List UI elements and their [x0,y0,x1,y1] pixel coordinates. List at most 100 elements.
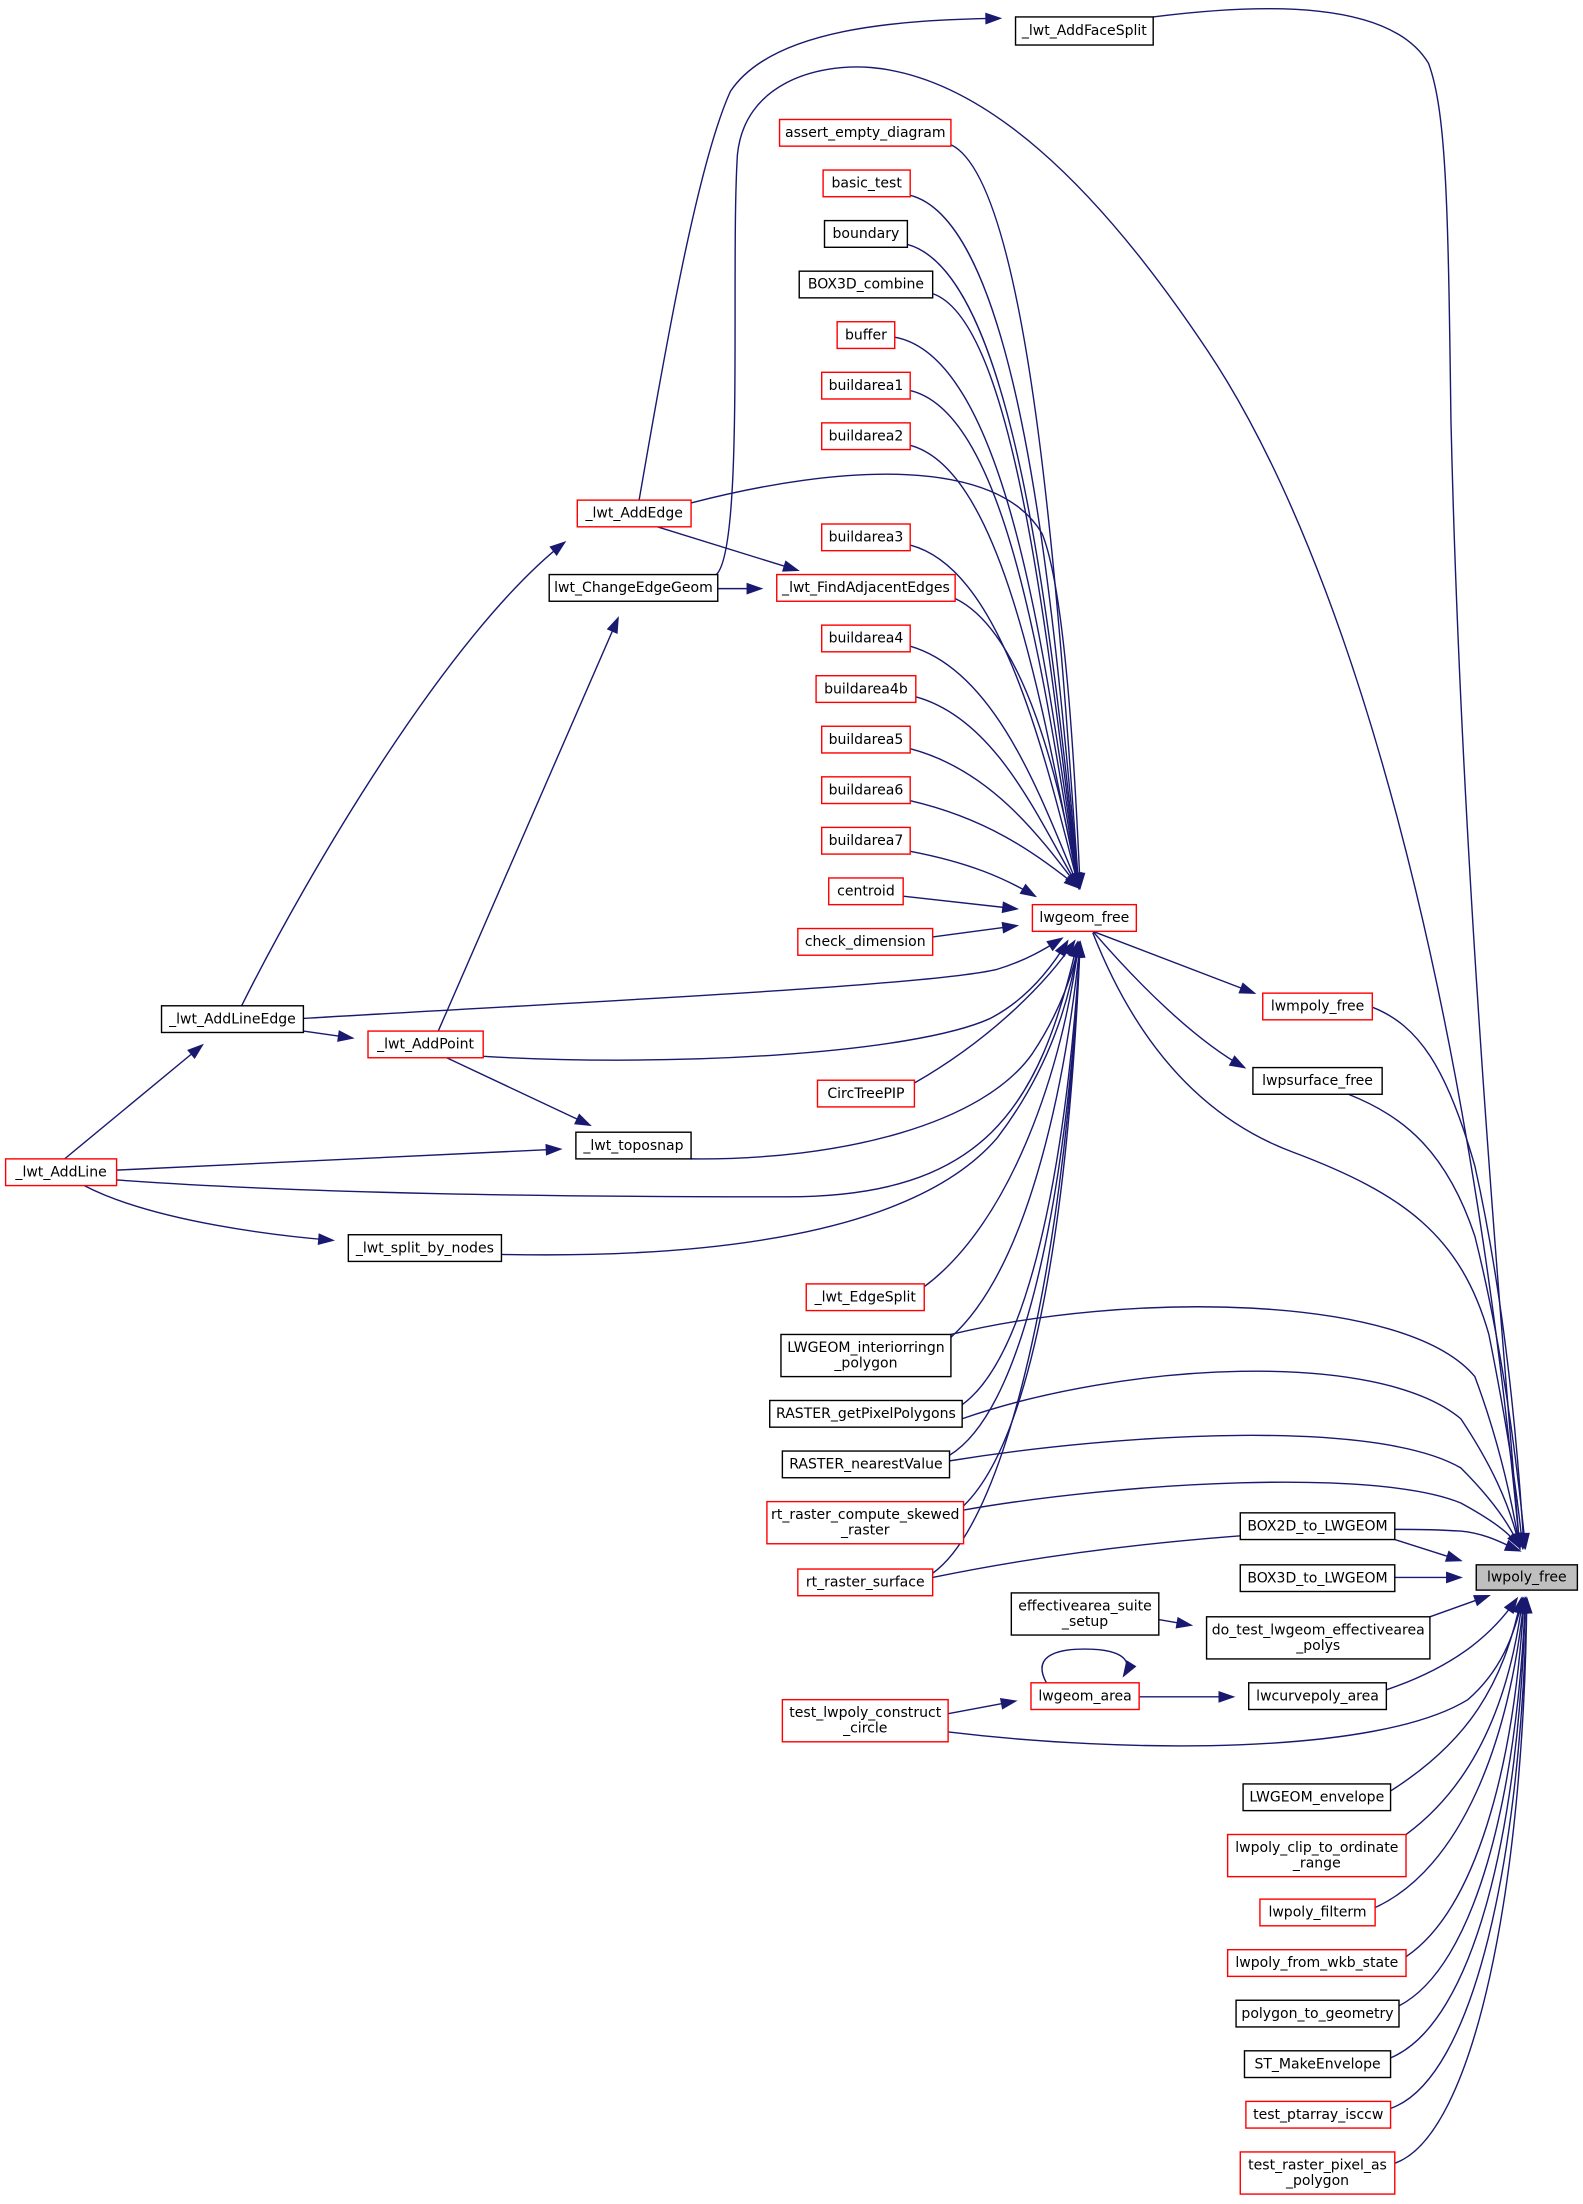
node-box [1205,1616,1431,1660]
arrowhead-BOX3D_to_LWGEOM-to-lwpoly_free [1446,1571,1463,1584]
node-label: lwpoly_free [1487,1570,1567,1586]
node-buildarea2[interactable]: buildarea2 [820,422,911,451]
node-check_dimension[interactable]: check_dimension [797,927,934,956]
node-ST_MakeEnvelope[interactable]: ST_MakeEnvelope [1243,2050,1392,2079]
node-buildarea1[interactable]: buildarea1 [820,371,911,400]
node-box [548,573,719,602]
arrowhead-test_lwpoly_construct_circle-to-lwgeom_area [999,1697,1018,1710]
node-BOX2D_to_LWGEOM[interactable]: BOX2D_to_LWGEOM [1239,1512,1396,1541]
node-LWGEOM_envelope[interactable]: LWGEOM_envelope [1242,1783,1392,1812]
node-lwcurvepoly_area[interactable]: lwcurvepoly_area [1247,1682,1388,1711]
node-lwt_split_by_nodes[interactable]: _lwt_split_by_nodes [347,1234,503,1263]
node-rt_raster_surface[interactable]: rt_raster_surface [797,1568,934,1597]
edge-test_lwpoly_construct_circle-to-lwpoly_free [948,1598,1524,1747]
node-basic_test[interactable]: basic_test [822,169,911,198]
edge-CircTreePIP-to-lwgeom_free [914,940,1076,1084]
arrowhead-do_test_lwgeom_effectivearea_polys-to-lwpoly_free [1473,1595,1491,1607]
node-BOX3D_to_LWGEOM[interactable]: BOX3D_to_LWGEOM [1239,1564,1396,1593]
node-buildarea4[interactable]: buildarea4 [820,624,911,653]
node-effectivearea_suite_setup[interactable]: effectivearea_suite_setup [1010,1592,1160,1636]
node-lwpoly_filterm[interactable]: lwpoly_filterm [1259,1898,1376,1927]
node-lwt_FindAdjacentEdges[interactable]: _lwt_FindAdjacentEdges [776,573,956,602]
node-buildarea6[interactable]: buildarea6 [820,776,911,805]
node-rt_raster_compute_skewed_raster[interactable]: rt_raster_compute_skewed_raster [766,1500,965,1545]
node-test_ptarray_isccw[interactable]: test_ptarray_isccw [1245,2100,1392,2129]
node-lwt_ChangeEdgeGeom[interactable]: lwt_ChangeEdgeGeom [548,573,719,602]
node-box [1010,1592,1160,1636]
node-label: _lwt_AddPoint [376,1037,474,1053]
edge-buildarea7-to-lwgeom_free [910,850,1036,897]
node-box [1242,1783,1392,1812]
arrowhead-lwt_AddLine-to-lwt_AddLineEdge [187,1043,204,1060]
node-label: lwgeom_area [1038,1688,1131,1704]
arrowhead-check_dimension-to-lwgeom_free [1001,921,1020,934]
node-lwmpoly_free[interactable]: lwmpoly_free [1262,992,1374,1021]
edge-RASTER_nearestValue-to-lwpoly_free [949,1434,1521,1549]
node-centroid[interactable]: centroid [828,877,904,906]
node-RASTER_nearestValue[interactable]: RASTER_nearestValue [781,1450,951,1479]
node-lwpoly_clip_to_ordinate_range[interactable]: lwpoly_clip_to_ordinate_range [1226,1833,1407,1878]
node-label: lwt_ChangeEdgeGeom [554,580,713,596]
edge-lwt_ChangeEdgeGeom-to-lwpoly_free [715,66,1521,1549]
node-lwpoly_from_wkb_state[interactable]: lwpoly_from_wkb_state [1226,1948,1407,1978]
node-buildarea4b[interactable]: buildarea4b [815,674,917,704]
node-label: buffer [845,327,887,343]
node-label: test_ptarray_isccw [1253,2107,1383,2123]
node-lwt_AddEdge[interactable]: _lwt_AddEdge [576,499,692,528]
node-assert_empty_diagram[interactable]: assert_empty_diagram [778,118,952,147]
node-label: basic_test [831,176,902,192]
node-buffer[interactable]: buffer [836,321,896,350]
node-polygon_to_geometry[interactable]: polygon_to_geometry [1235,1999,1400,2028]
node-lwgeom_area[interactable]: lwgeom_area [1030,1682,1140,1711]
node-do_test_lwgeom_effectivearea_polys[interactable]: do_test_lwgeom_effectivearea_polys [1205,1616,1431,1660]
node-box [797,927,934,956]
node-label: lwpsurface_free [1262,1073,1373,1089]
node-box [1245,2100,1392,2129]
edge-lwt_AddLine-to-lwt_split_by_nodes [83,1184,333,1242]
node-label: buildarea7 [829,833,904,849]
node-box [1014,16,1154,46]
node-buildarea5[interactable]: buildarea5 [820,725,911,754]
node-box [1239,2151,1396,2195]
arrowhead-lwt_AddLineEdge-to-lwt_AddEdge [549,540,567,556]
node-CircTreePIP[interactable]: CircTreePIP [816,1079,916,1108]
node-layer: lwpoly_free _lwt_AddFaceSplit assert_empty… [4,16,1579,2195]
node-label: check_dimension [805,934,926,950]
node-RASTER_getPixelPolygons[interactable]: RASTER_getPixelPolygons [769,1399,963,1428]
node-label: assert_empty_diagram [785,125,946,141]
node-test_lwpoly_construct_circle[interactable]: test_lwpoly_construct_circle [781,1698,949,1743]
edge-lwgeom_free-to-lwpsurface_free [1092,930,1245,1069]
edge-BOX3D_combine-to-lwgeom_free [932,292,1080,888]
node-lwt_toposnap[interactable]: _lwt_toposnap [575,1131,692,1160]
node-label: _lwt_AddFaceSplit [1021,23,1147,39]
node-buildarea7[interactable]: buildarea7 [820,826,911,855]
node-buildarea3[interactable]: buildarea3 [820,523,911,552]
edge-lwt_AddPoint-to-lwgeom_free [483,940,1069,1061]
node-box [367,1030,484,1059]
node-lwt_AddFaceSplit[interactable]: _lwt_AddFaceSplit [1014,16,1154,46]
edge-lwt_AddEdge-to-lwt_FindAdjacentEdges [657,526,799,572]
node-lwt_AddPoint[interactable]: _lwt_AddPoint [367,1030,484,1059]
node-LWGEOM_interiorringn_polygon[interactable]: LWGEOM_interiorringn_polygon [780,1333,952,1378]
node-lwpsurface_free[interactable]: lwpsurface_free [1252,1066,1383,1095]
node-label: lwpoly_from_wkb_state [1235,1955,1398,1971]
node-test_raster_pixel_as_polygon[interactable]: test_raster_pixel_as_polygon [1239,2151,1396,2195]
node-label: lwpoly_filterm [1268,1905,1366,1921]
node-BOX3D_combine[interactable]: BOX3D_combine [798,270,934,299]
node-lwt_AddLine[interactable]: _lwt_AddLine [4,1158,118,1187]
node-lwt_EdgeSplit[interactable]: _lwt_EdgeSplit [805,1283,925,1312]
node-box [1030,1682,1140,1711]
node-boundary[interactable]: boundary [823,219,909,248]
node-box [815,674,917,704]
edge-lwgeom_free-to-lwpoly_free [1092,932,1524,1549]
node-label: _polygon [833,1355,897,1371]
node-lwt_AddLineEdge[interactable]: _lwt_AddLineEdge [160,1005,305,1034]
node-label: _raster [840,1523,890,1539]
arrowhead-buildarea7-to-lwgeom_free [1019,883,1038,898]
node-label: buildarea6 [829,782,904,798]
edge-lwt_AddEdge-to-lwgeom_free [690,473,1081,888]
arrowhead-lwgeom_area-to-lwcurvepoly_area [1218,1690,1236,1703]
node-lwgeom_free[interactable]: lwgeom_free [1031,903,1138,933]
node-box [576,499,692,528]
